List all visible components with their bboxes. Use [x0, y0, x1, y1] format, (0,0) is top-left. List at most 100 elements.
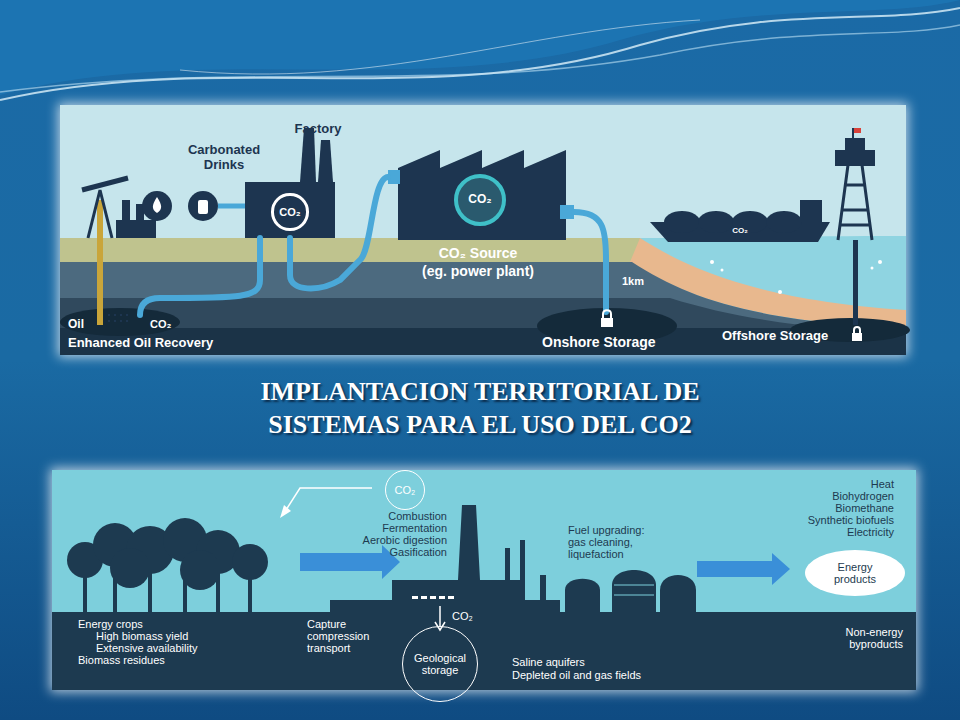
process-label: Aerobic digestion — [363, 534, 447, 547]
bioenergy-illustration-part-part — [113, 560, 117, 615]
ccs-illustration-part — [188, 191, 218, 221]
ccs-illustration-part-part — [114, 314, 116, 316]
bioenergy-illustration-part-part — [52, 505, 916, 690]
process-label: gas cleaning, — [568, 536, 633, 549]
product-label: Synthetic biofuels — [808, 514, 894, 527]
ccs-illustration-part — [398, 150, 566, 240]
label: Biomass residues — [78, 654, 165, 667]
circle-node: CO₂ — [271, 193, 308, 230]
process-label: Combustion — [388, 510, 447, 523]
bioenergy-illustration-part-part — [216, 560, 220, 615]
circle-node: Energy products — [805, 550, 905, 596]
ccs-illustration-part-part — [838, 165, 872, 240]
ccs-illustration-part — [82, 178, 128, 190]
ccs-illustration-part — [318, 140, 333, 182]
label: CO₂ — [150, 318, 171, 331]
label: CO₂ Source — [439, 245, 518, 261]
node-text: CO₂ — [468, 193, 491, 206]
bioenergy-illustration-part — [52, 470, 916, 690]
bioenergy-illustration-part-part — [612, 570, 656, 612]
label: CO₂ — [732, 226, 748, 235]
ccs-illustration-part — [60, 262, 906, 355]
ccs-illustration-part — [721, 269, 724, 272]
ccs-illustration-part — [60, 105, 906, 355]
ccs-illustration-part — [698, 211, 734, 233]
process-label: liquefaction — [568, 548, 624, 561]
ccs-illustration-part — [845, 138, 865, 152]
ccs-illustration-part — [800, 200, 822, 222]
ccs-illustration-part — [60, 298, 906, 355]
node-text: Geological storage — [410, 652, 470, 676]
label: Capture — [307, 618, 346, 631]
ccs-illustration-part-part — [126, 314, 128, 316]
bioenergy-illustration-part — [300, 545, 400, 579]
bioenergy-illustration-part-part — [660, 575, 696, 612]
ccs-illustration-part-part — [140, 238, 260, 315]
label: Factory — [295, 122, 342, 137]
panel-glow — [50, 103, 918, 692]
node-text: CO₂ — [395, 484, 416, 496]
ccs-illustration-part — [853, 240, 858, 325]
ccs-illustration-part — [245, 182, 335, 238]
label: Oil — [68, 318, 84, 332]
bioenergy-illustration-part-part — [430, 596, 436, 599]
ccs-illustration-part — [852, 333, 862, 341]
ccs-illustration-part — [300, 128, 316, 182]
ccs-illustration-part — [142, 191, 172, 221]
bioenergy-illustration — [52, 470, 916, 690]
label: Offshore Storage — [722, 329, 828, 344]
label: CO₂ — [452, 610, 473, 623]
product-label: Biohydrogen — [832, 490, 894, 503]
ccs-illustration-part-part — [108, 320, 110, 322]
ccs-illustration-part — [97, 200, 103, 325]
label: Extensive availability — [96, 642, 198, 655]
panel-glow-part — [50, 468, 918, 692]
ccs-illustration-part-part — [114, 320, 116, 322]
product-label: Electricity — [847, 526, 894, 539]
bioenergy-illustration-part-part — [421, 596, 427, 599]
process-label: Fuel upgrading: — [568, 524, 644, 537]
node-text: Energy products — [825, 561, 885, 585]
bioenergy-illustration-part-part — [565, 579, 600, 612]
circle-node: CO₂ — [454, 174, 506, 226]
bioenergy-illustration-part — [52, 505, 916, 690]
ccs-illustration-part — [60, 328, 906, 355]
bioenergy-illustration-part-part — [439, 596, 445, 599]
label: Depleted oil and gas fields — [512, 669, 641, 682]
label: Non-energy — [846, 626, 903, 639]
ccs-illustration-part — [60, 308, 180, 336]
ccs-illustration — [60, 105, 910, 355]
ccs-illustration-part — [878, 260, 882, 264]
bioenergy-illustration-part-part — [248, 560, 252, 615]
ccs-illustration-part — [88, 190, 112, 238]
ccs-illustration-part — [871, 267, 874, 270]
dimension: 1km — [622, 275, 644, 288]
ccs-illustration-part — [766, 211, 802, 233]
bioenergy-illustration-part — [439, 606, 441, 626]
ccs-illustration-part — [838, 165, 872, 240]
ccs-illustration-part — [198, 200, 208, 214]
circle-node: CO₂ — [385, 470, 425, 510]
label: transport — [307, 642, 350, 655]
label: Onshore Storage — [542, 334, 656, 350]
node-text: CO₂ — [279, 206, 300, 218]
panel-glow-part — [58, 103, 908, 357]
bioenergy-illustration-part — [697, 553, 790, 585]
bioenergy-illustration-part-part — [614, 585, 654, 595]
slide-title: IMPLANTACION TERRITORIAL DE SISTEMAS PAR… — [195, 376, 765, 441]
ccs-illustration-part — [603, 310, 611, 318]
label: Carbonated Drinks — [179, 143, 269, 173]
bioenergy-illustration-part-part — [148, 560, 152, 615]
bioenergy-illustration-part-part — [412, 596, 418, 599]
bioenergy-illustration-part-part — [183, 560, 187, 615]
label: (eg. power plant) — [422, 263, 534, 279]
ccs-illustration-part — [778, 290, 782, 294]
label: byproducts — [849, 638, 903, 651]
label: Enhanced Oil Recovery — [68, 336, 213, 351]
background-part — [0, 25, 960, 92]
ccs-illustration-part-part — [126, 320, 128, 322]
process-label: Fermentation — [382, 522, 447, 535]
